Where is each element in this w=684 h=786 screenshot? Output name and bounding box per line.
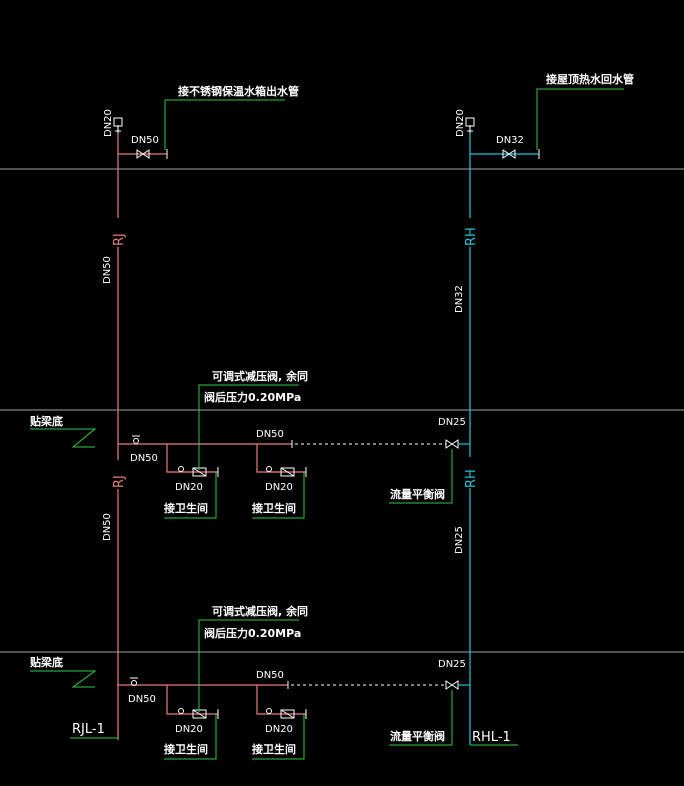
beam-marker-icon [30, 428, 97, 448]
return-note-leader [536, 88, 624, 150]
return-branch-size: DN32 [496, 135, 524, 146]
supply-note: 接不锈钢保温水箱出水管 [178, 84, 299, 98]
prv-note-leader [198, 384, 299, 470]
valve-icon [266, 466, 272, 472]
supply-lower-size: DN50 [102, 513, 113, 541]
balance-note-leader [389, 449, 453, 504]
floor-1-assembly: 贴梁底 DN50 DN50 DN25 流量平衡阀 DN20 接卫生间 可调式减压… [29, 369, 470, 519]
return-upper-size: DN32 [454, 285, 465, 313]
beam-marker-icon [30, 670, 97, 688]
fixture-size: DN20 [175, 482, 203, 493]
floor-2-assembly: 贴梁底 DN50 DN50 DN25 流量平衡阀 DN20 接卫生间 可调式减压… [29, 604, 470, 760]
fixture-note: 接卫生间 [164, 742, 208, 756]
branch-size: DN50 [130, 453, 158, 464]
return-vent-size: DN20 [455, 109, 466, 137]
gate-valve-icon [136, 149, 150, 159]
supply-note-leader [164, 99, 285, 150]
return-lower-size: DN25 [454, 526, 465, 554]
supply-vent-size: DN20 [103, 109, 114, 137]
beam-note: 贴梁底 [29, 655, 63, 669]
fixture-size: DN20 [265, 724, 293, 735]
fixture-note: 接卫生间 [252, 742, 296, 756]
main-size: DN50 [256, 429, 284, 440]
balance-note: 流量平衡阀 [390, 729, 445, 743]
valve-icon [133, 438, 139, 444]
supply-riser-code: RJ [112, 233, 127, 246]
pressure-reducing-valve-icon [280, 467, 295, 477]
balance-note-leader [389, 690, 453, 746]
return-top-assembly: DN20 DN32 接屋顶热水回水管 [455, 72, 634, 457]
supply-upper-size: DN50 [102, 256, 113, 284]
return-riser-code: RH [464, 469, 479, 488]
balance-size: DN25 [438, 417, 466, 428]
valve-icon [131, 680, 137, 686]
supply-riser-code: RJ [112, 475, 127, 488]
branch-size: DN50 [128, 694, 156, 705]
air-vent-icon [465, 117, 475, 127]
fixture-note: 接卫生间 [164, 501, 208, 515]
balance-note: 流量平衡阀 [390, 487, 445, 501]
prv-note-1: 可调式减压阀, 余同 [212, 604, 308, 618]
valve-icon [178, 466, 184, 472]
prv-note-1: 可调式减压阀, 余同 [212, 369, 308, 383]
main-size: DN50 [256, 670, 284, 681]
balance-size: DN25 [438, 659, 466, 670]
valve-icon [178, 708, 184, 714]
fixture-size: DN20 [175, 724, 203, 735]
fixture-size: DN20 [265, 482, 293, 493]
air-vent-icon [113, 117, 123, 127]
fixture-note: 接卫生间 [252, 501, 296, 515]
supply-riser-tag: RJL-1 [72, 722, 105, 737]
balance-valve-icon [445, 680, 459, 690]
pressure-reducing-valve-icon [280, 709, 295, 719]
prv-note-leader [198, 619, 299, 712]
return-riser-code: RH [464, 227, 479, 246]
gate-valve-icon [502, 149, 516, 159]
valve-icon [266, 708, 272, 714]
return-note: 接屋顶热水回水管 [546, 72, 634, 86]
supply-top-assembly: DN20 DN50 接不锈钢保温水箱出水管 [103, 84, 299, 460]
beam-note: 贴梁底 [29, 414, 63, 428]
supply-branch-size: DN50 [131, 135, 159, 146]
return-riser-tag: RHL-1 [472, 730, 511, 745]
balance-valve-icon [445, 439, 459, 449]
prv-note-2: 阀后压力0.20MPa [204, 390, 301, 404]
prv-note-2: 阀后压力0.20MPa [204, 626, 301, 640]
